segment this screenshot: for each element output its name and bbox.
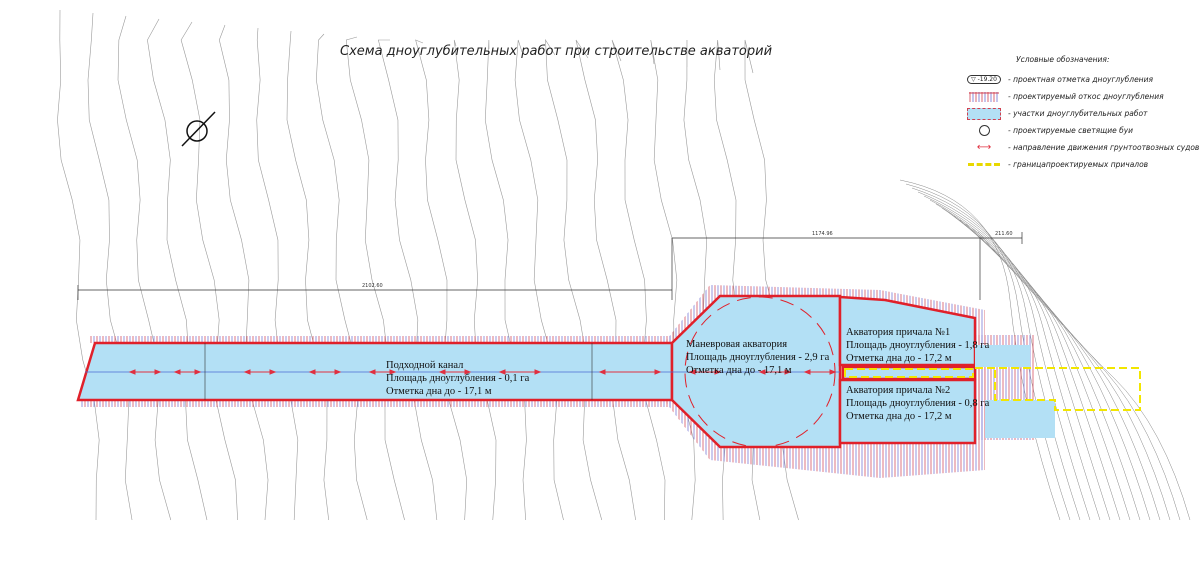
buoy-icon	[966, 125, 1002, 137]
dimension-label: 1174.96	[812, 231, 833, 237]
vessel-route	[85, 343, 840, 400]
drawing-title: Схема дноуглубительных работ при строите…	[340, 44, 773, 59]
shore-relief	[899, 179, 1191, 521]
maneuver-area	[670, 294, 842, 449]
blue-area-icon	[966, 107, 1002, 120]
dimension-label: 211.60	[995, 231, 1013, 237]
dimension-label: 2102.60	[362, 283, 383, 289]
depth-mark-icon: ▽ -19.20	[966, 74, 1002, 86]
slope-hatch-icon	[966, 91, 1002, 103]
legend-item: - границапроектируемых причалов	[966, 156, 1199, 173]
red-arrow-icon: ⟷	[976, 142, 992, 153]
dimension-lines	[77, 232, 1023, 300]
legend-item: - участки дноуглубительных работ	[966, 105, 1199, 122]
yellow-dashed-icon	[966, 159, 1002, 171]
legend-item: ⟷ - направление движения грунтоотвозных …	[966, 139, 1200, 156]
legend-item: - проектируемые светящие буи	[966, 122, 1199, 139]
dredging-areas	[76, 294, 1055, 449]
legend-title: Условные обозначения:	[1016, 55, 1110, 64]
north-arrow-icon	[181, 111, 216, 147]
legend-item: ▽ -19.20 - проектная отметка дноуглублен…	[966, 71, 1199, 88]
berth-boundary	[844, 367, 1141, 411]
contour-lines	[57, 9, 799, 521]
legend: Условные обозначения: ▽ -19.20 - проектн…	[966, 55, 1199, 173]
legend-item: - проектируемый откос дноуглубления	[966, 88, 1199, 105]
berth1-area	[838, 295, 977, 367]
